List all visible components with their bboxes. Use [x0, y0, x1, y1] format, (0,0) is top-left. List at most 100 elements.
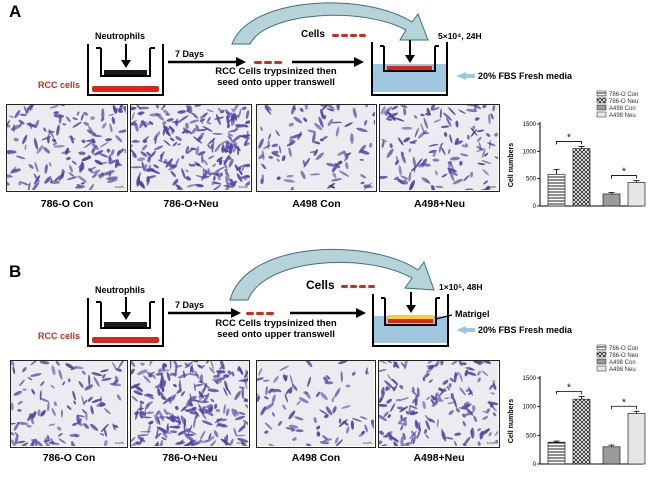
stained-cell [492, 412, 497, 417]
stained-cell [206, 109, 214, 113]
condition-label-b: 1×10⁵, 48H [439, 282, 483, 292]
stained-cell [114, 159, 119, 168]
stained-cell [179, 115, 189, 122]
stained-cell [444, 397, 450, 400]
stained-cell [186, 439, 197, 445]
stained-cell [335, 439, 343, 446]
stained-cell [369, 142, 373, 148]
stained-cell [393, 383, 398, 392]
stained-cell [148, 374, 154, 378]
stained-cell [245, 369, 248, 378]
stained-cell [10, 168, 22, 173]
legend-label: A498 Neu [609, 367, 636, 373]
stained-cell [85, 411, 88, 421]
stained-cell [56, 124, 60, 136]
stained-cell [268, 133, 271, 140]
stained-cell [477, 428, 481, 432]
stained-cell [425, 364, 438, 368]
stained-cell [286, 174, 294, 178]
stained-cell [100, 172, 104, 177]
stained-cell [288, 147, 292, 157]
stained-cell [168, 416, 178, 420]
stained-cell [363, 119, 368, 126]
stained-cell [235, 415, 246, 421]
neutrophil-layer [104, 70, 147, 75]
stained-cell [482, 410, 490, 414]
stained-cell [207, 116, 211, 123]
stained-cell [139, 180, 146, 189]
stained-cell [217, 140, 228, 147]
stained-cell [338, 419, 348, 428]
stained-cell [108, 171, 112, 177]
stained-cell [33, 175, 41, 185]
stained-cell [319, 105, 328, 108]
stained-cell [426, 107, 431, 116]
stained-cell [282, 404, 286, 410]
stained-cell [144, 393, 154, 397]
stained-cell [379, 361, 387, 364]
stained-cell [403, 107, 407, 116]
stained-cell [318, 116, 324, 128]
stained-cell [154, 145, 164, 151]
stained-cell [464, 410, 475, 416]
stained-cell [73, 366, 84, 370]
stained-cell [99, 433, 105, 436]
stained-cell [315, 152, 324, 161]
stained-cell [461, 362, 467, 366]
stained-cell [183, 428, 191, 433]
stained-cell [50, 437, 54, 446]
stained-cell [159, 391, 164, 397]
stained-cell [131, 436, 136, 443]
stained-cell [197, 364, 203, 369]
stained-cell [435, 185, 444, 189]
stained-cell [294, 416, 304, 421]
stained-cell [153, 414, 159, 425]
stained-cell [380, 175, 388, 179]
significance-star: * [622, 397, 626, 408]
stained-cell [261, 163, 267, 170]
stained-cell [102, 374, 106, 379]
bar [572, 398, 591, 465]
stained-cell [13, 422, 20, 431]
stained-cell [409, 430, 417, 440]
stained-cell [30, 361, 39, 366]
stained-cell [319, 440, 330, 445]
stained-cell [385, 118, 393, 121]
stained-cell [237, 438, 248, 443]
stained-cell [91, 144, 98, 153]
stained-cell [155, 112, 164, 121]
stained-cell [49, 162, 52, 167]
stained-cell [444, 132, 448, 137]
significance-star: * [622, 167, 626, 178]
stained-cell [39, 390, 42, 401]
stained-cell [196, 128, 208, 132]
stained-cell [198, 391, 204, 399]
stained-cell [156, 426, 167, 433]
stained-cell [225, 143, 228, 148]
stained-cell [165, 416, 173, 421]
rcc-cells-label-b: RCC cells [38, 331, 81, 341]
stained-cell [257, 393, 260, 398]
stained-cell [162, 121, 167, 126]
stained-cell [168, 125, 175, 132]
stained-cell [356, 127, 368, 133]
stained-cell [167, 167, 176, 171]
stained-cell [45, 441, 51, 446]
legend-swatch [596, 97, 607, 104]
stained-cell [360, 174, 367, 179]
stained-cell [492, 379, 496, 387]
stained-cell [223, 387, 228, 397]
stained-cell [205, 409, 214, 417]
stained-cell [49, 105, 59, 109]
stained-cell [31, 411, 37, 419]
stained-cell [67, 378, 71, 383]
stained-cell [344, 122, 353, 127]
stained-cell [110, 149, 115, 156]
stained-cell [34, 119, 40, 129]
stained-cell [29, 413, 35, 425]
stained-cell [93, 376, 100, 387]
stained-cell [66, 176, 78, 180]
legend-label: 786-O Neu [609, 353, 638, 359]
stained-cell [363, 184, 371, 188]
matrigel-layer [388, 315, 433, 319]
